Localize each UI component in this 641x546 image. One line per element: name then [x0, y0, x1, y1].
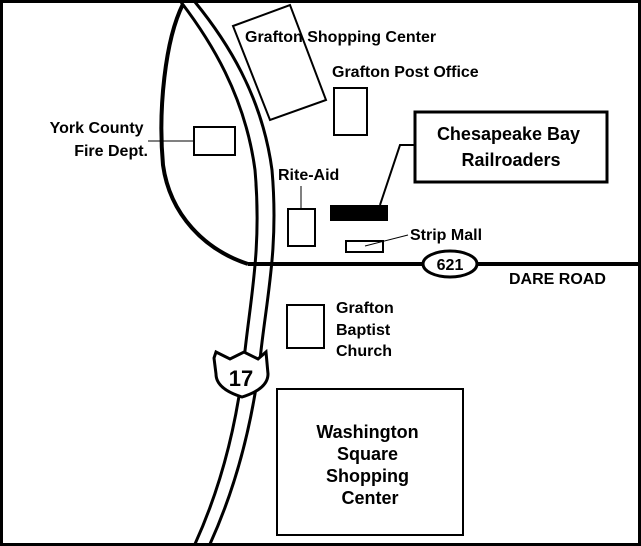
fire-dept-building[interactable] [193, 126, 236, 156]
church-building[interactable] [286, 304, 325, 349]
us-17-shield[interactable] [212, 348, 270, 399]
rite-aid-building[interactable] [287, 208, 316, 247]
route-17-road-left[interactable] [179, 1, 259, 545]
route-17-road-right[interactable] [193, 1, 276, 545]
rite-aid-label: Rite-Aid [278, 167, 339, 184]
loop-road[interactable] [159, 3, 249, 266]
post-office-building[interactable] [333, 87, 368, 136]
strip-mall-label: Strip Mall [410, 227, 482, 244]
grafton-shopping-center-building[interactable] [231, 3, 328, 122]
strip-mall-pointer [364, 234, 409, 247]
us-17-label: 17 [229, 366, 253, 391]
railroaders-label: Chesapeake Bay Railroaders [437, 124, 585, 170]
post-office-label: Grafton Post Office [332, 64, 479, 81]
washington-square-building[interactable] [276, 388, 464, 536]
railroaders-label-box[interactable] [413, 110, 609, 184]
church-label: Grafton Baptist Church [336, 300, 398, 360]
washington-square-label: Washington Square Shopping Center [316, 422, 423, 508]
railroaders-building[interactable] [330, 205, 388, 221]
dare-road-label: DARE ROAD [509, 271, 606, 288]
route-621-label: 621 [437, 257, 464, 274]
route-621-marker[interactable] [421, 249, 479, 279]
railroaders-pointer [379, 144, 415, 206]
grafton-shopping-center-label: Grafton Shopping Center [245, 29, 436, 46]
strip-mall-building[interactable] [345, 240, 384, 253]
fire-dept-label: York County Fire Dept. [50, 120, 148, 160]
